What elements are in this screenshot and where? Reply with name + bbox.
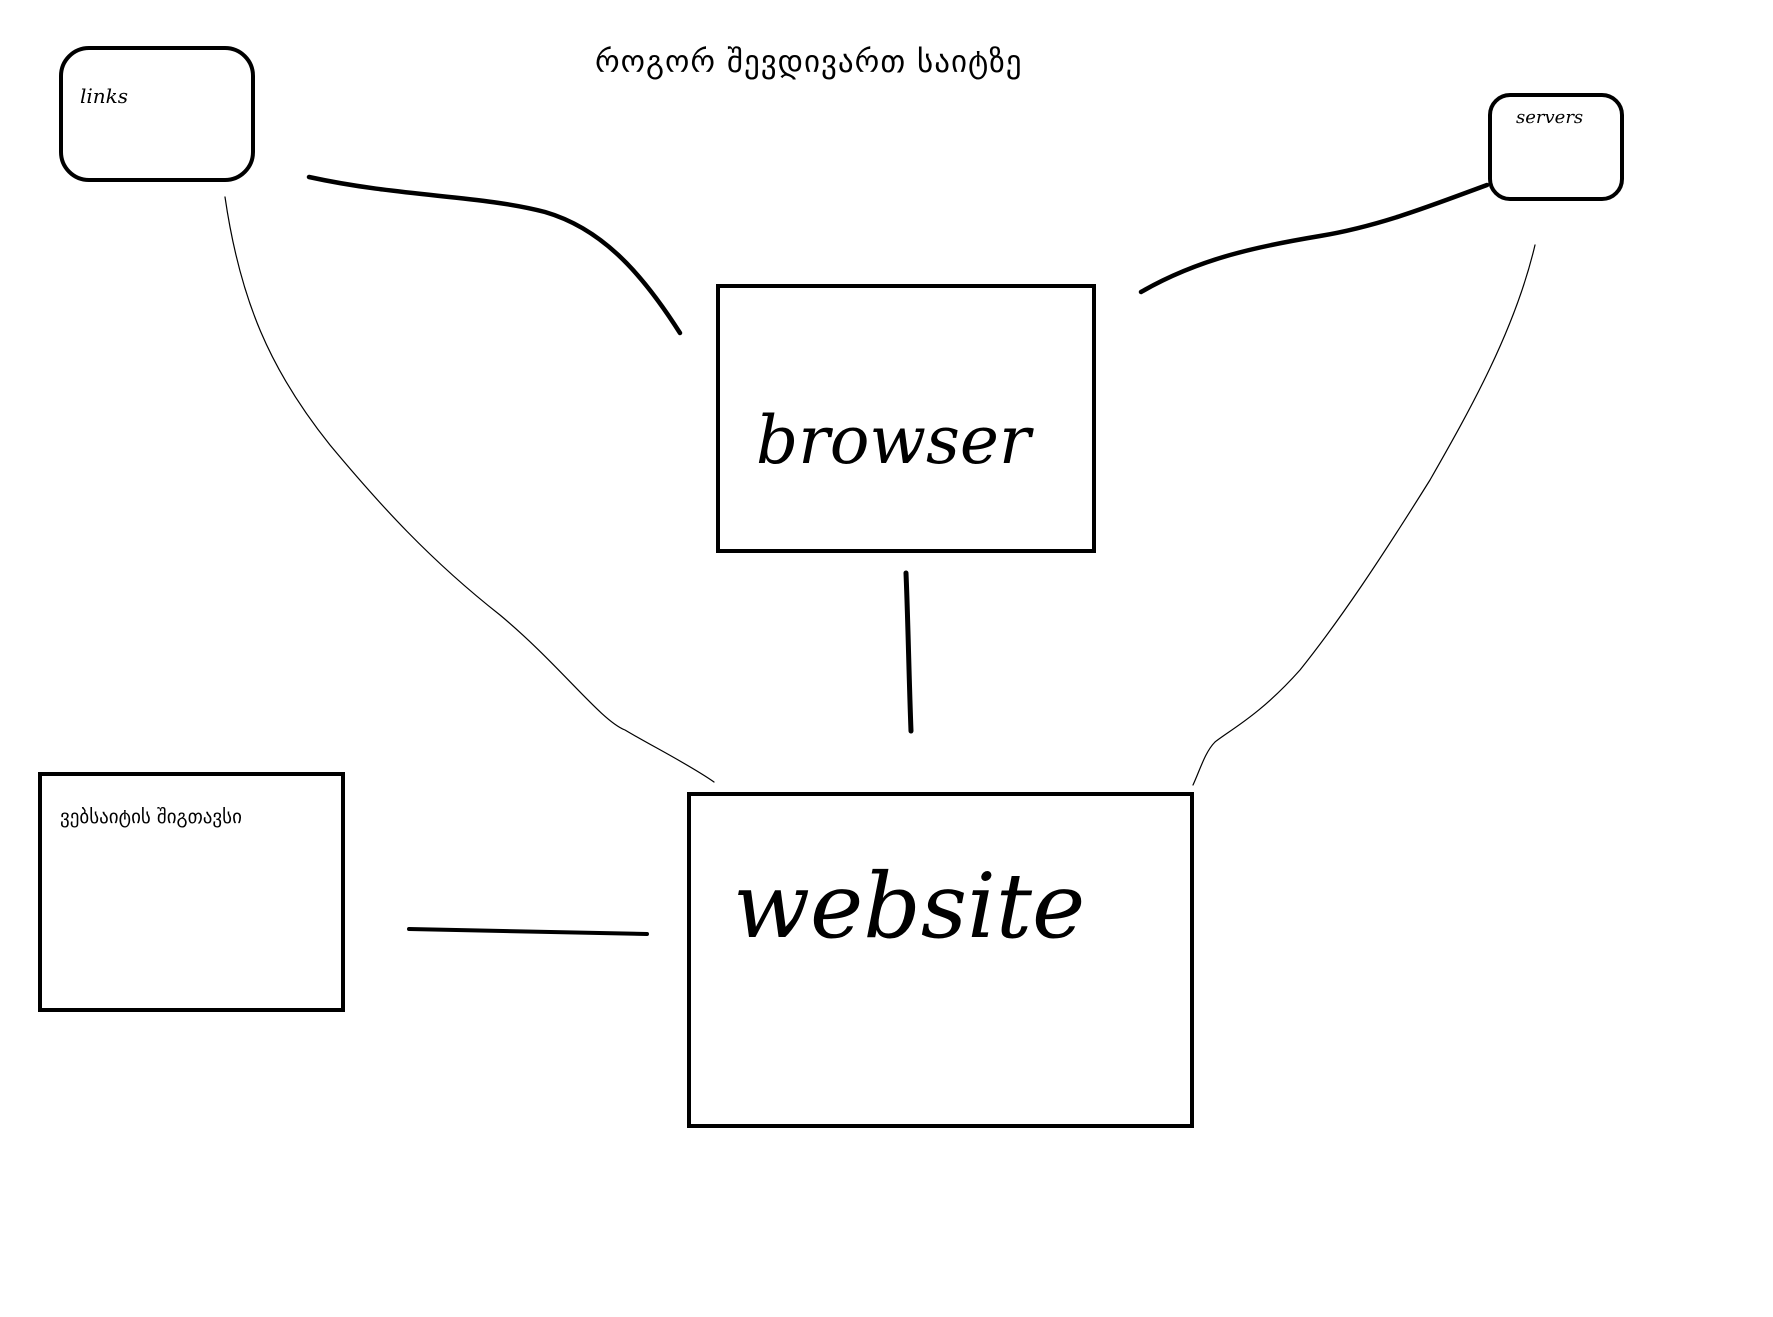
node-servers-label: servers bbox=[1516, 107, 1584, 128]
node-links: links bbox=[59, 46, 255, 182]
node-website-content: ვებსაიტის შიგთავსი bbox=[38, 772, 345, 1012]
edge-servers-website bbox=[1192, 244, 1536, 786]
node-website: website bbox=[687, 792, 1194, 1128]
node-website-content-label: ვებსაიტის შიგთავსი bbox=[60, 806, 242, 828]
edge-browser-website bbox=[903, 570, 914, 734]
node-website-label: website bbox=[733, 854, 1086, 959]
node-servers: servers bbox=[1488, 93, 1624, 201]
edge-links-website bbox=[224, 196, 715, 783]
edge-links-browser bbox=[306, 174, 683, 336]
node-browser-label: browser bbox=[756, 402, 1031, 479]
diagram-title: როგორ შევდივართ საიტზე bbox=[595, 44, 1023, 80]
edge-servers-browser bbox=[1138, 182, 1490, 295]
node-links-label: links bbox=[80, 84, 129, 108]
node-browser: browser bbox=[716, 284, 1096, 553]
edge-content-website bbox=[407, 927, 649, 936]
